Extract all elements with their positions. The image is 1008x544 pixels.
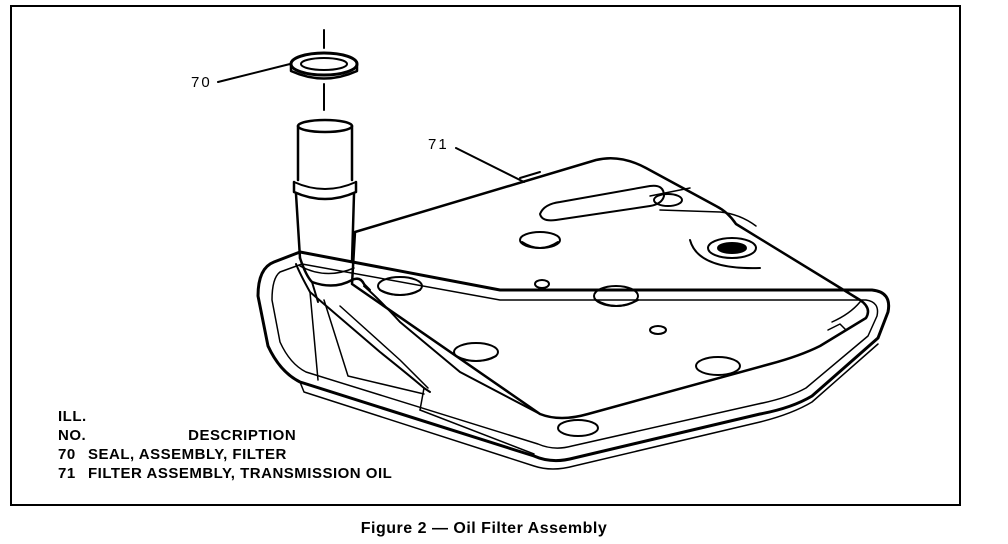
legend-header-ill: ILL.: [58, 408, 87, 425]
callout-70: 70: [191, 74, 212, 91]
filter-neck-gusset: [295, 263, 541, 455]
callout-71: 71: [428, 136, 449, 153]
legend-header-row: NO. DESCRIPTION: [58, 426, 392, 445]
legend-item-description: FILTER ASSEMBLY, TRANSMISSION OIL: [88, 465, 393, 482]
filter-base-flange: [256, 250, 891, 470]
figure-caption: Figure 2 — Oil Filter Assembly: [360, 520, 608, 537]
legend-header-description: DESCRIPTION: [188, 427, 297, 444]
seal-assembly-filter: [289, 51, 359, 80]
parts-legend: ILL. NO. DESCRIPTION 70 SEAL, ASSEMBLY, FI…: [58, 407, 392, 483]
leader-line-70: [217, 63, 291, 83]
filter-pickup-tube: [292, 118, 371, 303]
legend-item-number: 70: [58, 446, 76, 463]
filter-body-top: [350, 157, 870, 420]
leader-line-71: [455, 147, 525, 183]
legend-item-description: SEAL, ASSEMBLY, FILTER: [88, 446, 287, 463]
legend-item: 71 FILTER ASSEMBLY, TRANSMISSION OIL: [58, 464, 392, 483]
figure-frame: [10, 5, 961, 506]
legend-header-no: NO.: [58, 427, 87, 444]
filter-holes: [377, 193, 761, 437]
legend-item-number: 71: [58, 465, 76, 482]
legend-item: 70 SEAL, ASSEMBLY, FILTER: [58, 445, 392, 464]
